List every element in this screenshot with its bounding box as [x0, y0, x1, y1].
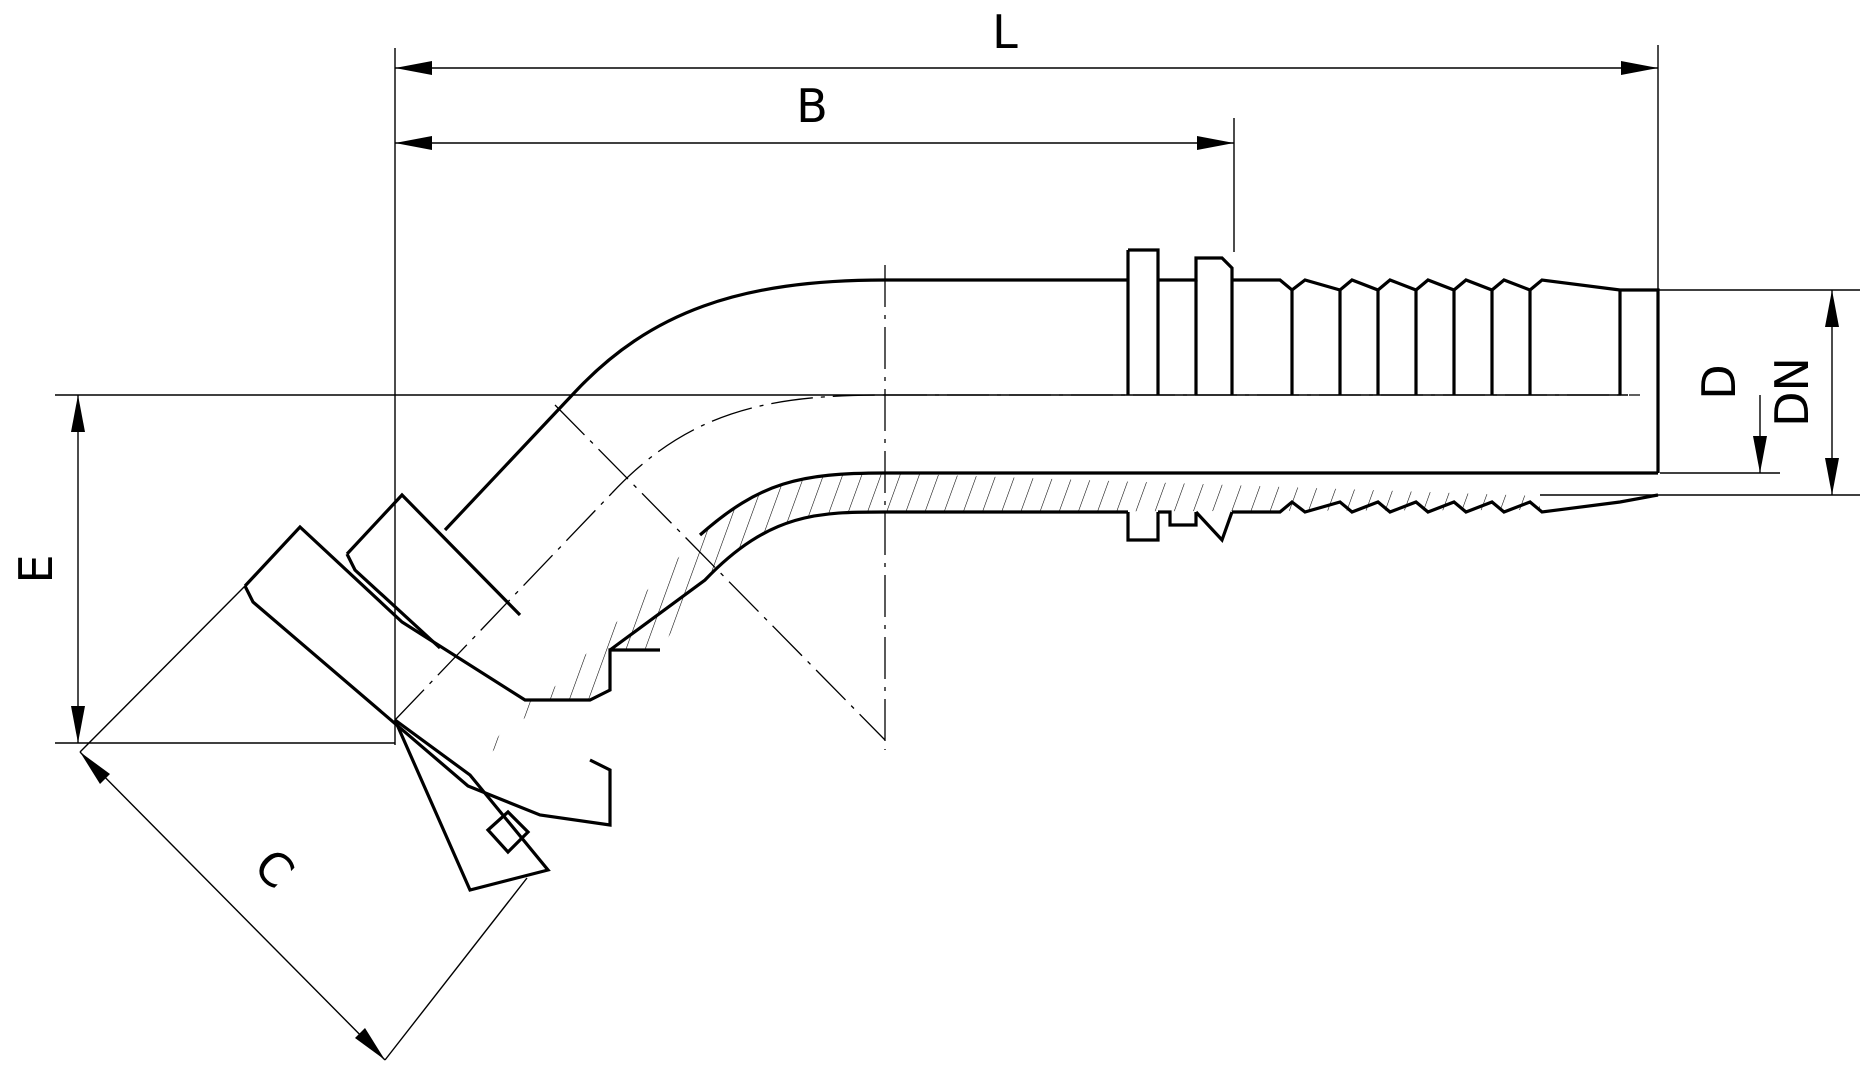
dimension-D: D [1692, 364, 1767, 473]
dimension-L: L [395, 5, 1658, 75]
dimension-label-B: B [796, 79, 828, 133]
dimension-C: C [79, 751, 386, 1061]
dimension-DN: DN [1765, 290, 1839, 495]
dimension-label-C: C [244, 838, 305, 899]
dimension-E: E [9, 395, 85, 743]
extension-lines [55, 45, 1860, 1061]
dimension-B: B [395, 79, 1234, 150]
section-hatch [470, 473, 1540, 775]
dimension-label-DN: DN [1765, 357, 1819, 427]
dimension-label-L: L [992, 5, 1018, 59]
centerlines [394, 265, 1640, 750]
fitting-body [243, 248, 1660, 892]
dimension-label-E: E [9, 554, 63, 583]
dimension-label-D: D [1692, 364, 1746, 399]
